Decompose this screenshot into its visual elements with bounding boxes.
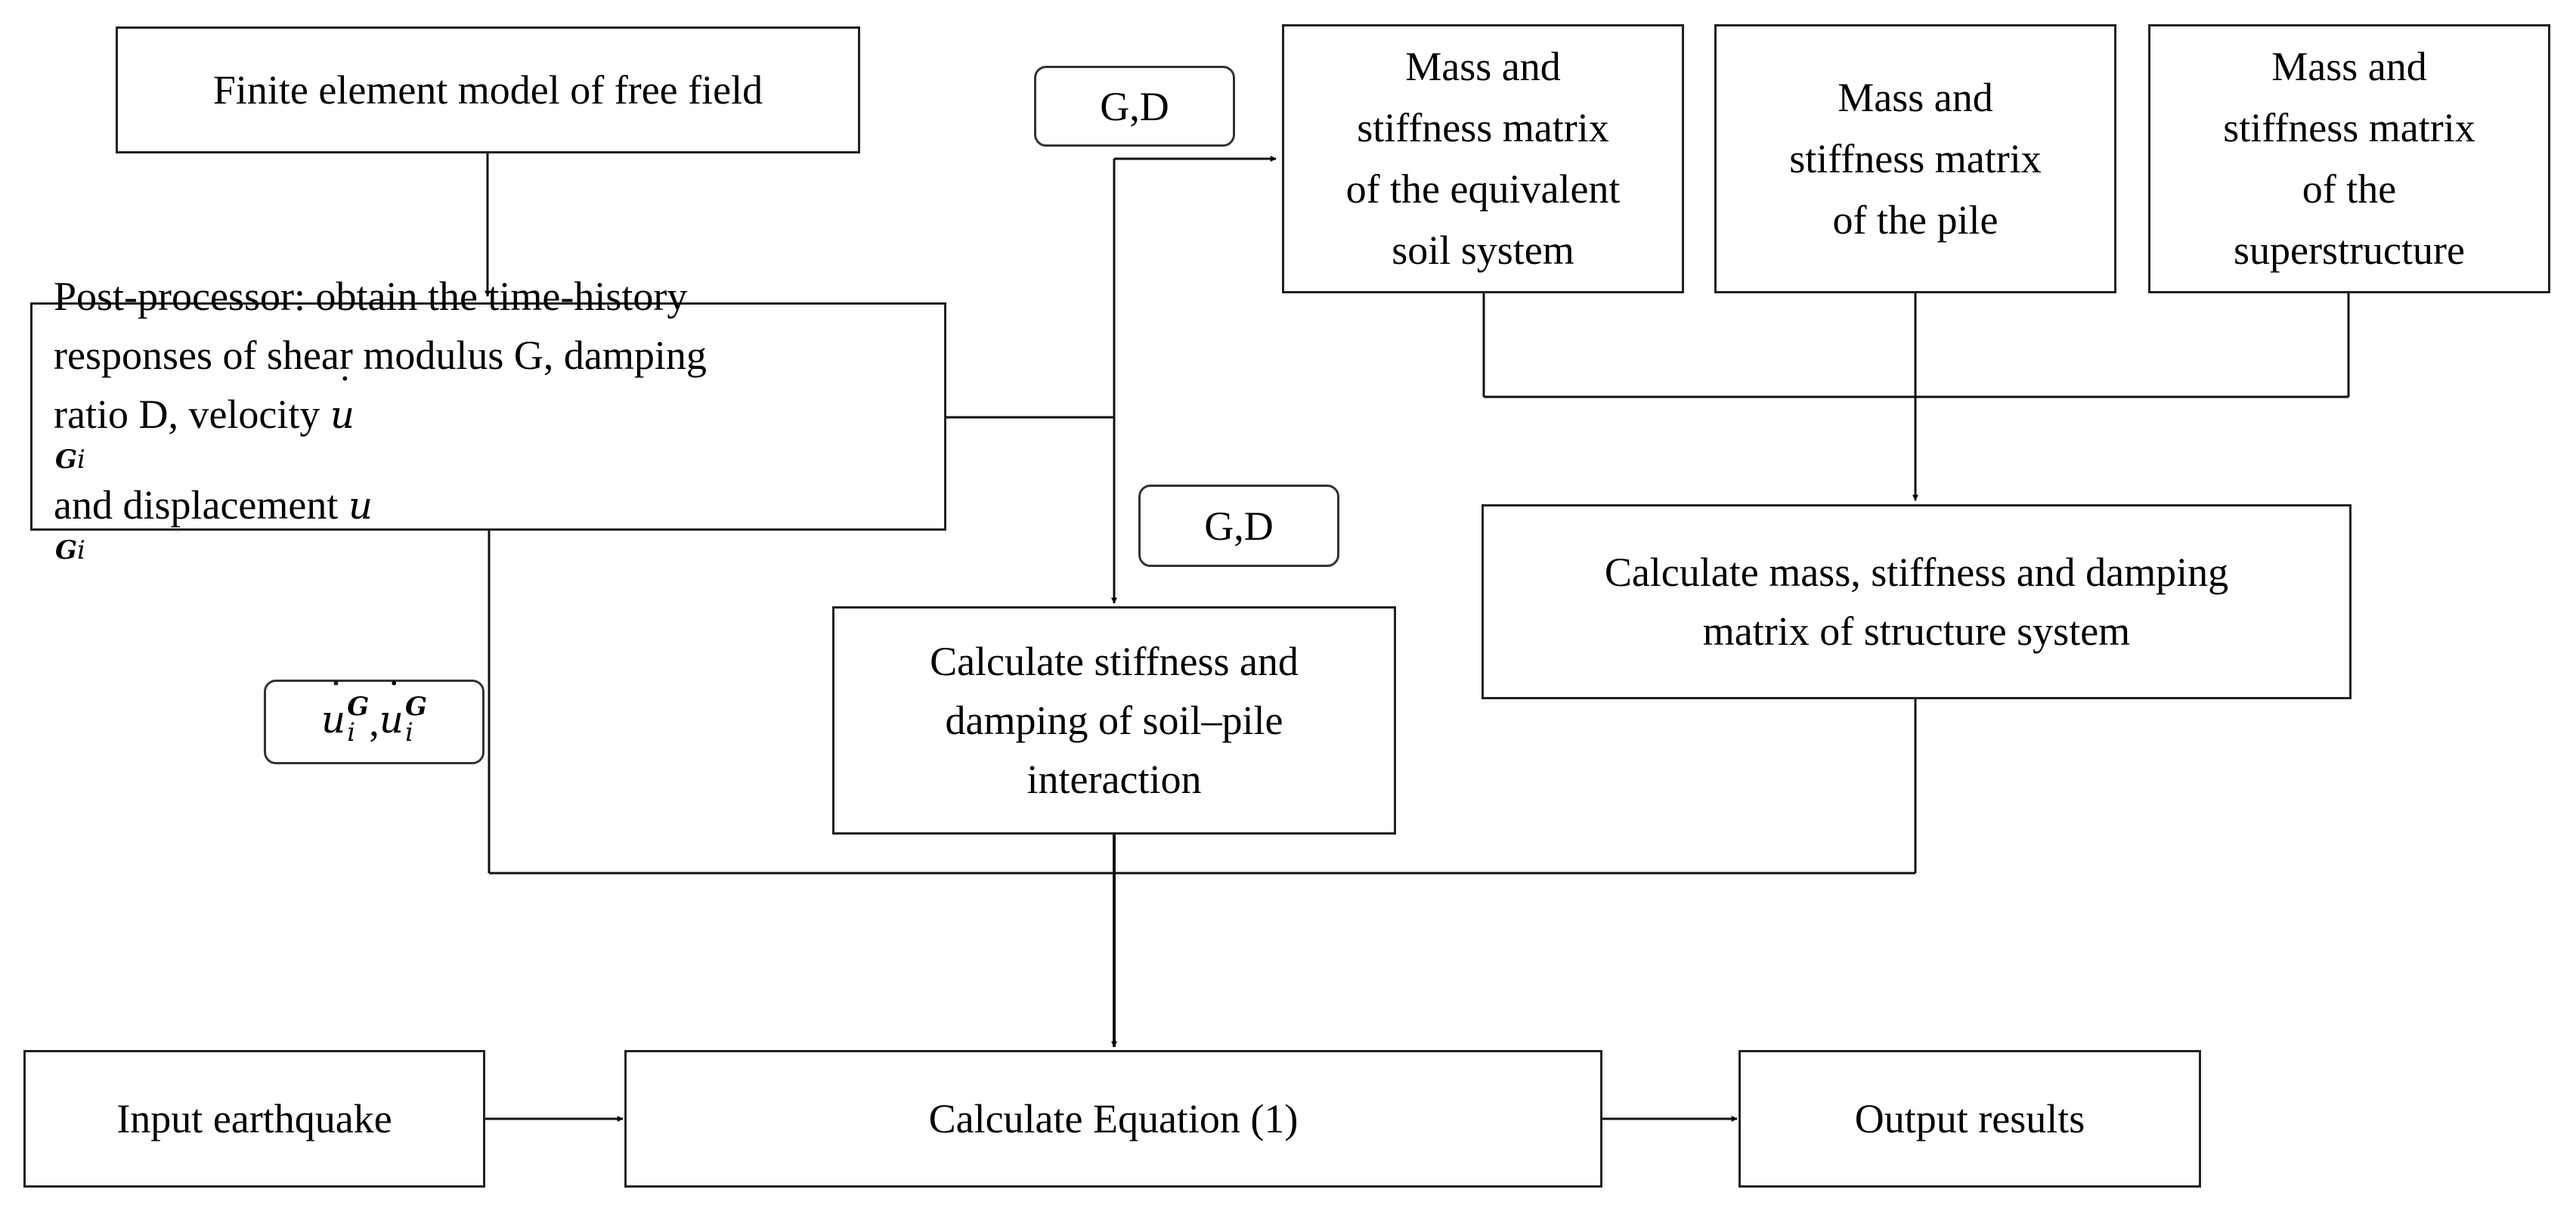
output-results-text: Output results (1854, 1096, 2085, 1141)
superstructure-line-2: stiffness matrix (2223, 105, 2475, 150)
label-gd-mid: G,D (1138, 485, 1339, 567)
equiv-soil-line-3: of the equivalent (1345, 166, 1621, 212)
soil-pile-line-1: Calculate stiffness and (930, 639, 1299, 684)
structure-system-line-1: Calculate mass, stiffness and damping (1604, 550, 2229, 595)
node-pile: Mass and stiffness matrix of the pile (1714, 24, 2116, 293)
superstructure-line-4: superstructure (2234, 228, 2465, 273)
equiv-soil-line-1: Mass and (1405, 44, 1561, 89)
soil-pile-line-2: damping of soil–pile (945, 698, 1283, 743)
post-processor-line-3a: ratio D, velocity (54, 392, 330, 437)
calculate-equation-text: Calculate Equation (1) (928, 1096, 1299, 1141)
structure-system-line-2: matrix of structure system (1702, 609, 2131, 654)
label-velocity: uGi, uGi (264, 675, 485, 764)
post-processor-line-1: Post-processor: obtain the time-history (54, 274, 688, 319)
node-free-field-text: Finite element model of free field (212, 67, 763, 113)
superstructure-line-3: of the (2302, 166, 2397, 212)
pile-line-2: stiffness matrix (1789, 135, 2042, 181)
node-free-field: Finite element model of free field (116, 26, 860, 153)
velocity-label-sym-1: uGi (321, 675, 369, 749)
node-structure-system: Calculate mass, stiffness and damping ma… (1482, 504, 2352, 699)
pile-line-3: of the pile (1832, 197, 1999, 243)
equiv-soil-line-4: soil system (1392, 228, 1574, 273)
superstructure-line-1: Mass and (2271, 44, 2427, 89)
node-input-earthquake: Input earthquake (23, 1050, 485, 1188)
node-output-results: Output results (1738, 1050, 2201, 1188)
node-post-processor: Post-processor: obtain the time-history … (30, 274, 946, 563)
post-processor-line-3b: and displacement (54, 482, 348, 528)
node-superstructure: Mass and stiffness matrix of the superst… (2148, 24, 2550, 293)
node-equivalent-soil: Mass and stiffness matrix of the equival… (1282, 24, 1684, 293)
pile-line-1: Mass and (1838, 74, 1993, 120)
velocity-symbol: uGi (54, 363, 707, 475)
label-gd-top: G,D (1034, 66, 1235, 147)
input-earthquake-text: Input earthquake (116, 1096, 392, 1141)
velocity-label-sym-2: uGi (379, 675, 427, 749)
soil-pile-line-3: interaction (1026, 757, 1202, 802)
equiv-soil-line-2: stiffness matrix (1357, 105, 1609, 150)
node-soil-pile-interaction: Calculate stiffness and damping of soil–… (832, 606, 1396, 835)
node-calculate-equation: Calculate Equation (1) (624, 1050, 1602, 1188)
post-processor-line-3: ratio D, velocity uGi and displacement u… (54, 363, 707, 566)
post-processor-line-2: responses of shear modulus G, damping (54, 333, 707, 378)
